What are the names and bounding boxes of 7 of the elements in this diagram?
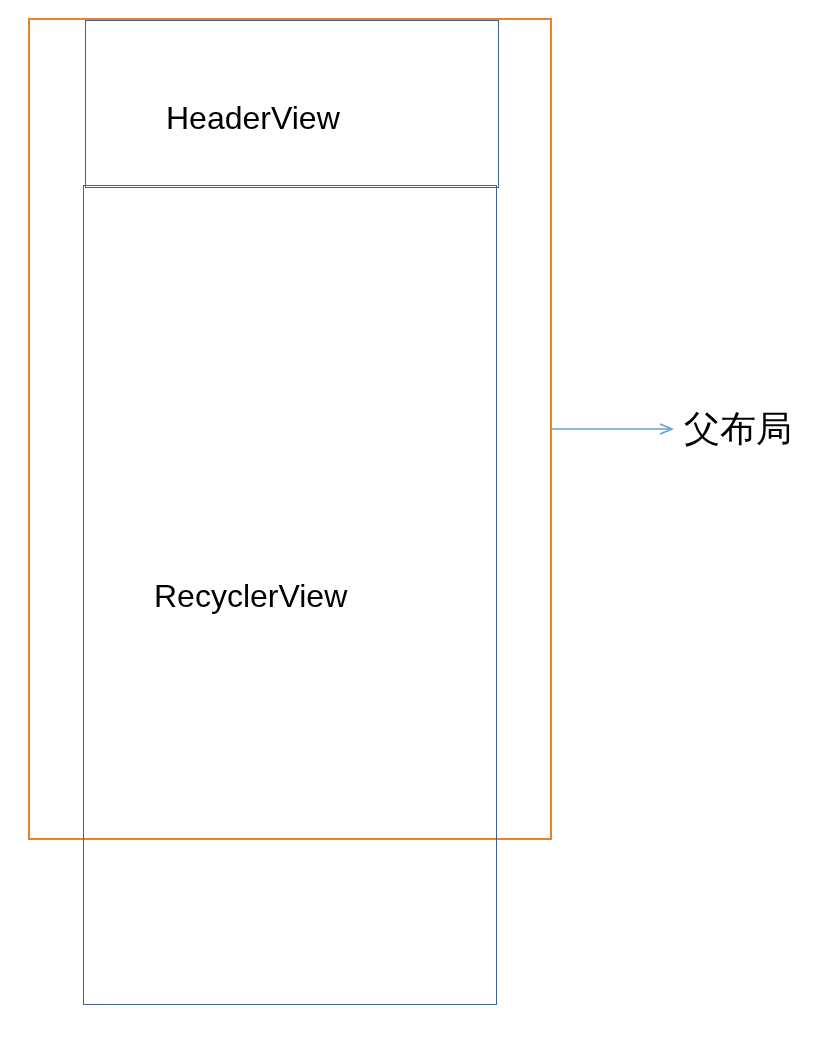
arrow bbox=[551, 423, 673, 435]
box-label: RecyclerView bbox=[154, 579, 348, 615]
recycler-view-box bbox=[83, 185, 497, 1005]
header-view-box bbox=[85, 20, 499, 188]
box-label: HeaderView bbox=[166, 101, 340, 137]
parent-layout-box bbox=[28, 18, 552, 840]
label-text: 父布局 bbox=[684, 406, 800, 452]
